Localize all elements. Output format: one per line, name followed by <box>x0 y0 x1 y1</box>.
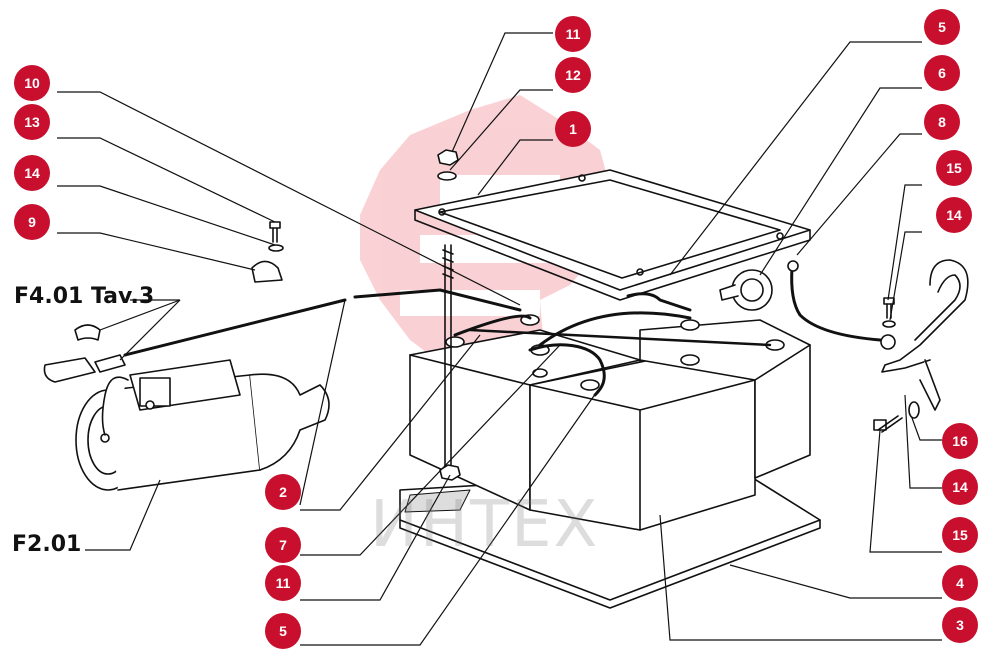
cable-connector <box>43 354 126 383</box>
callout-11-top: 11 <box>555 16 591 52</box>
callout-12: 12 <box>555 57 591 93</box>
watermark-text: ИНТЕХ <box>370 488 600 562</box>
washer-14-left <box>268 244 284 252</box>
callout-13: 13 <box>14 104 50 140</box>
main-cable <box>123 288 522 357</box>
callout-3: 3 <box>942 607 978 643</box>
callout-5-bottom: 5 <box>265 613 301 649</box>
battery-switch <box>719 269 773 311</box>
callout-4: 4 <box>942 565 978 601</box>
nut-bottom <box>439 464 461 481</box>
ref-f401: F4.01 Tav.3 <box>14 284 155 309</box>
callout-14-left: 14 <box>14 155 50 191</box>
ref-f201: F2.01 <box>12 532 82 557</box>
cable-clip <box>74 324 101 341</box>
washer-16 <box>908 401 920 419</box>
callout-15-top: 15 <box>936 150 972 186</box>
cable-links <box>453 292 772 397</box>
callout-14-right: 14 <box>936 197 972 233</box>
tie-rod <box>442 244 454 471</box>
callout-11-bottom: 11 <box>265 565 301 601</box>
callout-8: 8 <box>924 104 960 140</box>
top-frame <box>414 169 811 301</box>
bolt-15-bottom <box>873 415 903 433</box>
callout-14-bottom: 14 <box>942 469 978 505</box>
callout-7: 7 <box>265 527 301 563</box>
callout-2: 2 <box>265 474 301 510</box>
bolt-15-top <box>882 297 896 328</box>
leader-lines <box>57 32 942 646</box>
clamp-9 <box>251 260 283 283</box>
callout-15-bottom: 15 <box>942 517 978 553</box>
callout-16: 16 <box>942 423 978 459</box>
callout-6: 6 <box>924 55 960 91</box>
callout-5-top: 5 <box>924 9 960 45</box>
starter-motor <box>75 359 330 491</box>
callout-1: 1 <box>555 111 591 147</box>
screw-13 <box>269 221 281 243</box>
hold-down-strap <box>881 259 969 411</box>
ground-cable <box>790 266 882 342</box>
callout-10: 10 <box>14 65 50 101</box>
callout-9: 9 <box>14 204 50 240</box>
